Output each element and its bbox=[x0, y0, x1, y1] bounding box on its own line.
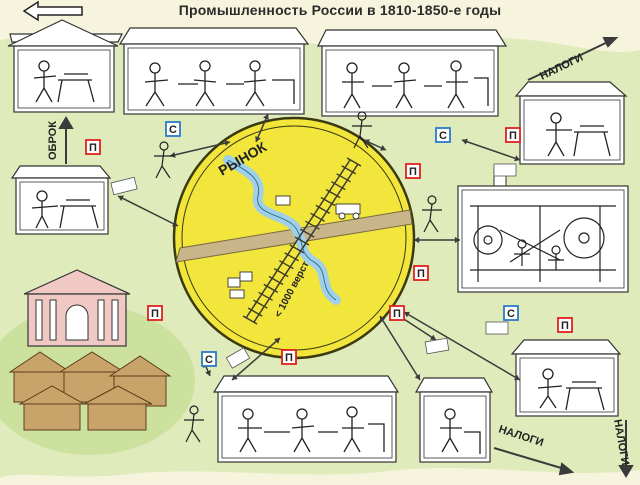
marker-p: П bbox=[505, 127, 521, 143]
workshop-bottom-center bbox=[212, 375, 400, 463]
arrow-head bbox=[514, 155, 520, 162]
rail-tie bbox=[346, 157, 362, 167]
arrow-head bbox=[255, 136, 261, 142]
marker-p: П bbox=[405, 163, 421, 179]
factory-right bbox=[457, 167, 629, 293]
rail-tie bbox=[325, 188, 341, 199]
rail-tie bbox=[310, 212, 325, 222]
arrow-head bbox=[414, 236, 420, 244]
arrow-head bbox=[380, 316, 386, 322]
traveling-workers bbox=[154, 111, 442, 443]
arrow-head bbox=[364, 139, 370, 145]
workshop-right-upper bbox=[514, 81, 628, 165]
rail-tie bbox=[253, 299, 268, 309]
market-circle bbox=[172, 116, 416, 360]
manufactory-top-center bbox=[118, 27, 310, 115]
marker-p: П bbox=[557, 317, 573, 333]
obrok-label: ОБРОК bbox=[47, 121, 59, 160]
workshop-left-middle bbox=[10, 165, 112, 235]
arrow-head bbox=[172, 220, 178, 227]
flow-arrow bbox=[403, 311, 521, 381]
workshop-right-lower bbox=[510, 339, 622, 417]
rail-tie bbox=[247, 307, 263, 317]
flow-arrow bbox=[461, 139, 521, 161]
flow-arrow bbox=[379, 315, 421, 381]
tax-arrow-top-right bbox=[527, 37, 619, 81]
flow-arrow bbox=[231, 337, 281, 381]
road-band bbox=[175, 209, 413, 263]
svg-text:С: С bbox=[205, 354, 213, 366]
obrok-arrow bbox=[58, 116, 74, 164]
marker-p: П bbox=[389, 305, 405, 321]
marker-p: П bbox=[85, 139, 101, 155]
arrow-head bbox=[380, 145, 386, 151]
back-arrow-icon bbox=[22, 0, 83, 22]
arrow-head bbox=[274, 338, 280, 344]
page-title: Промышленность России в 1810-1850-е годы bbox=[178, 2, 502, 18]
arrow-head bbox=[404, 311, 410, 318]
rail-tie bbox=[331, 181, 346, 191]
money-notes bbox=[110, 163, 517, 369]
arrow-head bbox=[205, 370, 211, 376]
workshop-bottom-small bbox=[414, 377, 494, 463]
rail-tie bbox=[273, 267, 289, 278]
cargo-goods bbox=[227, 195, 361, 299]
marker-s: С bbox=[201, 351, 217, 367]
rail-tie bbox=[258, 291, 273, 301]
rail-tie bbox=[305, 220, 320, 230]
arrow-head bbox=[430, 334, 436, 340]
svg-text:С: С bbox=[169, 124, 177, 136]
svg-text:П: П bbox=[89, 142, 97, 154]
marker-s: С bbox=[503, 305, 519, 321]
manufactory-top-right bbox=[317, 29, 508, 117]
rail-tie bbox=[284, 252, 299, 262]
rail-tie bbox=[263, 283, 279, 294]
arrow-head bbox=[224, 140, 230, 147]
marker-p: П bbox=[413, 265, 429, 281]
arrow-head bbox=[118, 195, 124, 202]
rail-tie bbox=[289, 244, 305, 254]
svg-text:П: П bbox=[417, 268, 425, 280]
back-arrow-button[interactable] bbox=[22, 0, 84, 22]
svg-text:П: П bbox=[285, 352, 293, 364]
tax-arrow-right bbox=[618, 420, 634, 478]
rail-tie bbox=[299, 228, 315, 238]
arrow-head bbox=[263, 114, 269, 120]
rail-tie bbox=[242, 315, 258, 325]
svg-text:П: П bbox=[393, 308, 401, 320]
svg-text:П: П bbox=[409, 166, 417, 178]
svg-text:С: С bbox=[439, 130, 447, 142]
markers: П С П С П П П П С П С П bbox=[85, 121, 573, 367]
svg-text:П: П bbox=[151, 308, 159, 320]
workshop-top-left bbox=[7, 19, 123, 113]
rail-tie bbox=[294, 236, 310, 246]
marker-s: С bbox=[435, 127, 451, 143]
tax-arrow-bottom bbox=[493, 447, 575, 476]
marker-p: П bbox=[147, 305, 163, 321]
manor-estate bbox=[23, 269, 131, 347]
arrow-head bbox=[514, 374, 520, 381]
rail-tie bbox=[315, 204, 331, 215]
marker-p: П bbox=[281, 349, 297, 365]
arrow-head bbox=[462, 138, 468, 145]
arrow-head bbox=[454, 236, 460, 244]
arrow-head bbox=[414, 374, 420, 380]
svg-text:П: П bbox=[509, 130, 517, 142]
marker-s: С bbox=[165, 121, 181, 137]
svg-text:П: П bbox=[561, 320, 569, 332]
arrow-head bbox=[232, 374, 238, 380]
rail-tie bbox=[320, 196, 336, 207]
rail-ties bbox=[242, 157, 362, 325]
rail-tie bbox=[336, 173, 351, 183]
rail-tie bbox=[279, 260, 294, 270]
rail-tie bbox=[268, 275, 284, 286]
rail-tie bbox=[341, 165, 357, 175]
svg-text:С: С bbox=[507, 308, 515, 320]
flow-arrow bbox=[117, 195, 179, 227]
flow-arrow bbox=[169, 141, 231, 157]
village-huts bbox=[8, 351, 172, 431]
